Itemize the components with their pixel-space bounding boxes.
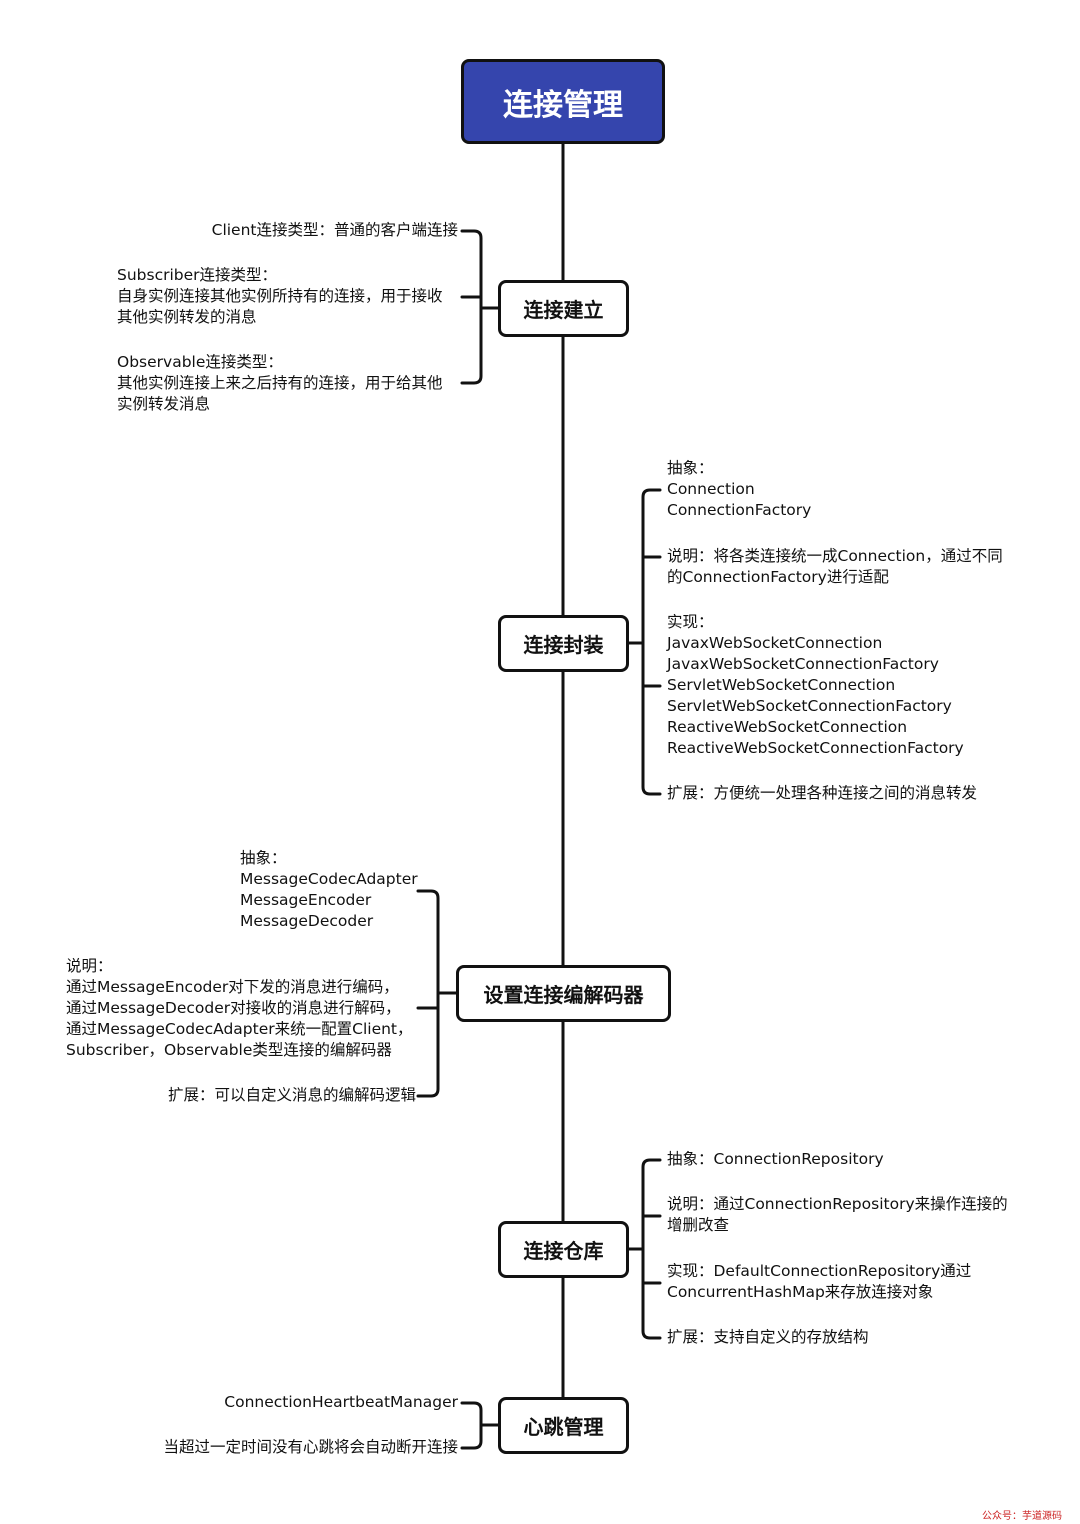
node-heartbeat[interactable]: 心跳管理: [498, 1397, 629, 1454]
establish-item-client: Client连接类型：普通的客户端连接: [211, 221, 458, 239]
heartbeat-item-manager: ConnectionHeartbeatManager: [224, 1393, 458, 1411]
repo-item-ext: 扩展：支持自定义的存放结构: [667, 1328, 869, 1346]
watermark: 公众号：芋道源码: [982, 1511, 1062, 1522]
establish-item-subscriber: Subscriber连接类型： 自身实例连接其他实例所持有的连接，用于接收 其他…: [117, 266, 443, 326]
establish-item-observable: Observable连接类型： 其他实例连接上来之后持有的连接，用于给其他 实例…: [117, 353, 443, 413]
node-establish[interactable]: 连接建立: [498, 280, 629, 337]
node-codec[interactable]: 设置连接编解码器: [456, 965, 671, 1022]
repo-item-desc: 说明：通过ConnectionRepository来操作连接的 增删改查: [667, 1195, 1008, 1234]
codec-item-ext: 扩展：可以自定义消息的编解码逻辑: [167, 1086, 416, 1104]
root-node[interactable]: 连接管理: [461, 59, 665, 144]
wrap-item-impl: 实现： JavaxWebSocketConnection JavaxWebSoc…: [667, 613, 964, 757]
wrap-item-ext: 扩展：方便统一处理各种连接之间的消息转发: [667, 784, 978, 802]
codec-item-abstract: 抽象： MessageCodecAdapter MessageEncoder M…: [240, 849, 418, 930]
wrap-item-abstract: 抽象： Connection ConnectionFactory: [667, 459, 812, 519]
node-repo[interactable]: 连接仓库: [498, 1221, 629, 1278]
codec-item-desc: 说明： 通过MessageEncoder对下发的消息进行编码， 通过Messag…: [66, 957, 413, 1059]
repo-item-impl: 实现：DefaultConnectionRepository通过 Concurr…: [667, 1262, 972, 1301]
repo-item-abstract: 抽象：ConnectionRepository: [667, 1150, 884, 1168]
heartbeat-item-desc: 当超过一定时间没有心跳将会自动断开连接: [163, 1438, 458, 1456]
node-wrap[interactable]: 连接封装: [498, 615, 629, 672]
wrap-item-desc: 说明：将各类连接统一成Connection，通过不同 的ConnectionFa…: [667, 547, 1003, 586]
